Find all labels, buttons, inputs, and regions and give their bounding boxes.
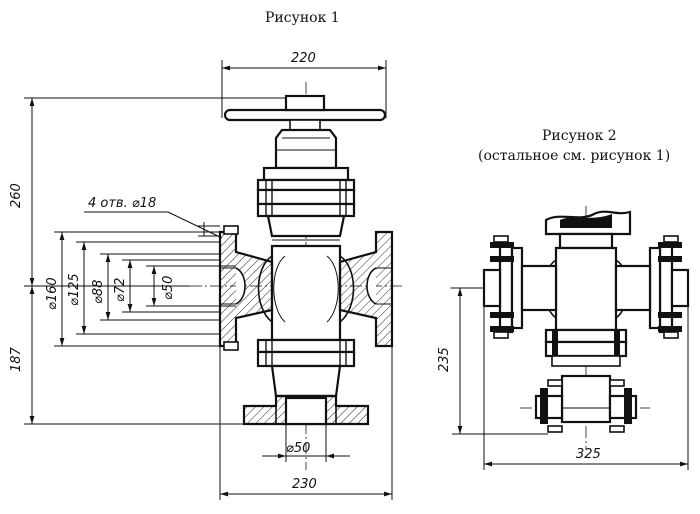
- dim-260: 260: [9, 183, 24, 208]
- dim-d72: ⌀72: [113, 278, 128, 302]
- dim-d50: ⌀50: [161, 276, 176, 300]
- dim-230: 230: [292, 477, 317, 492]
- dim-d125: ⌀125: [67, 273, 82, 306]
- dim-d88: ⌀88: [91, 280, 106, 304]
- dim-bottom-d50: ⌀50: [286, 441, 310, 456]
- figure1-valve: 220 260 187 4 отв. ⌀18 ⌀160 ⌀125 ⌀88: [9, 51, 405, 500]
- figure2-valve: 235 325: [437, 206, 690, 470]
- dim-d160: ⌀160: [45, 277, 60, 310]
- figure2-subtitle: (остальное см. рисунок 1): [478, 148, 670, 164]
- figure1-title: Рисунок 1: [265, 10, 340, 26]
- dim-235: 235: [437, 347, 452, 372]
- figure2-title: Рисунок 2: [542, 128, 617, 144]
- dim-325: 325: [576, 447, 601, 462]
- dim-220: 220: [291, 51, 316, 66]
- dim-187: 187: [9, 346, 24, 372]
- dim-holes: 4 отв. ⌀18: [88, 196, 156, 211]
